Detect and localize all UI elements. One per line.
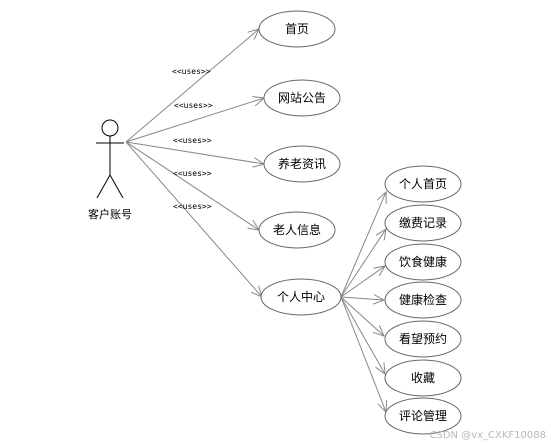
main-associations bbox=[125, 29, 264, 297]
use-case-payment-label: 缴费记录 bbox=[399, 215, 447, 230]
assoc-diet bbox=[340, 266, 385, 298]
use-case-home[interactable]: 首页 bbox=[258, 10, 336, 48]
use-case-favorites-label: 收藏 bbox=[411, 371, 435, 385]
stereotype-home: <<uses>> bbox=[172, 67, 211, 76]
use-case-center-label: 个人中心 bbox=[277, 289, 325, 304]
assoc-elder bbox=[125, 141, 259, 230]
use-case-elder[interactable]: 老人信息 bbox=[258, 211, 336, 249]
assoc-comments bbox=[340, 296, 386, 412]
use-case-news-label: 养老资讯 bbox=[278, 156, 326, 171]
stereotype-center: <<uses>> bbox=[173, 202, 212, 211]
actor: 客户账号 bbox=[88, 119, 132, 221]
stereotype-news: <<uses>> bbox=[173, 136, 212, 145]
assoc-center bbox=[125, 141, 262, 297]
use-case-checkup[interactable]: 健康检查 bbox=[384, 281, 462, 319]
stereotype-labels: <<uses>> <<uses>> <<uses>> <<uses>> <<us… bbox=[172, 67, 213, 211]
assoc-personal-home bbox=[340, 192, 386, 298]
use-case-payment[interactable]: 缴费记录 bbox=[384, 204, 462, 242]
use-case-home-label: 首页 bbox=[285, 22, 309, 36]
use-case-comments-label: 评论管理 bbox=[399, 408, 447, 423]
use-case-diet-label: 饮食健康 bbox=[399, 254, 447, 269]
use-case-notice-label: 网站公告 bbox=[278, 91, 326, 105]
assoc-favorites bbox=[340, 296, 385, 374]
assoc-notice bbox=[125, 98, 264, 143]
use-case-center[interactable]: 个人中心 bbox=[260, 278, 342, 316]
use-case-personal-home[interactable]: 个人首页 bbox=[384, 165, 462, 203]
assoc-news bbox=[125, 141, 264, 164]
use-case-notice[interactable]: 网站公告 bbox=[263, 79, 341, 117]
assoc-payment bbox=[340, 229, 386, 298]
use-case-visit-label: 看望预约 bbox=[399, 331, 447, 346]
use-case-comments[interactable]: 评论管理 bbox=[384, 397, 462, 435]
use-case-personal-home-label: 个人首页 bbox=[399, 177, 447, 191]
watermark: CSDN @vx_CXKF10088 bbox=[430, 430, 546, 441]
use-case-news[interactable]: 养老资讯 bbox=[263, 145, 341, 183]
assoc-home bbox=[125, 29, 259, 143]
use-case-checkup-label: 健康检查 bbox=[399, 292, 447, 307]
assoc-visit bbox=[340, 296, 384, 336]
assoc-checkup bbox=[340, 297, 384, 300]
actor-head bbox=[101, 119, 119, 137]
actor-left-leg bbox=[96, 174, 111, 199]
sub-associations bbox=[340, 192, 386, 412]
stereotype-notice: <<uses>> bbox=[174, 101, 213, 110]
use-case-visit[interactable]: 看望预约 bbox=[384, 320, 462, 358]
actor-label: 客户账号 bbox=[88, 207, 132, 221]
stereotype-elder: <<uses>> bbox=[173, 169, 212, 178]
use-case-diet[interactable]: 饮食健康 bbox=[384, 243, 462, 281]
use-case-favorites[interactable]: 收藏 bbox=[384, 359, 462, 397]
actor-right-leg bbox=[109, 174, 124, 199]
use-case-elder-label: 老人信息 bbox=[273, 222, 321, 237]
